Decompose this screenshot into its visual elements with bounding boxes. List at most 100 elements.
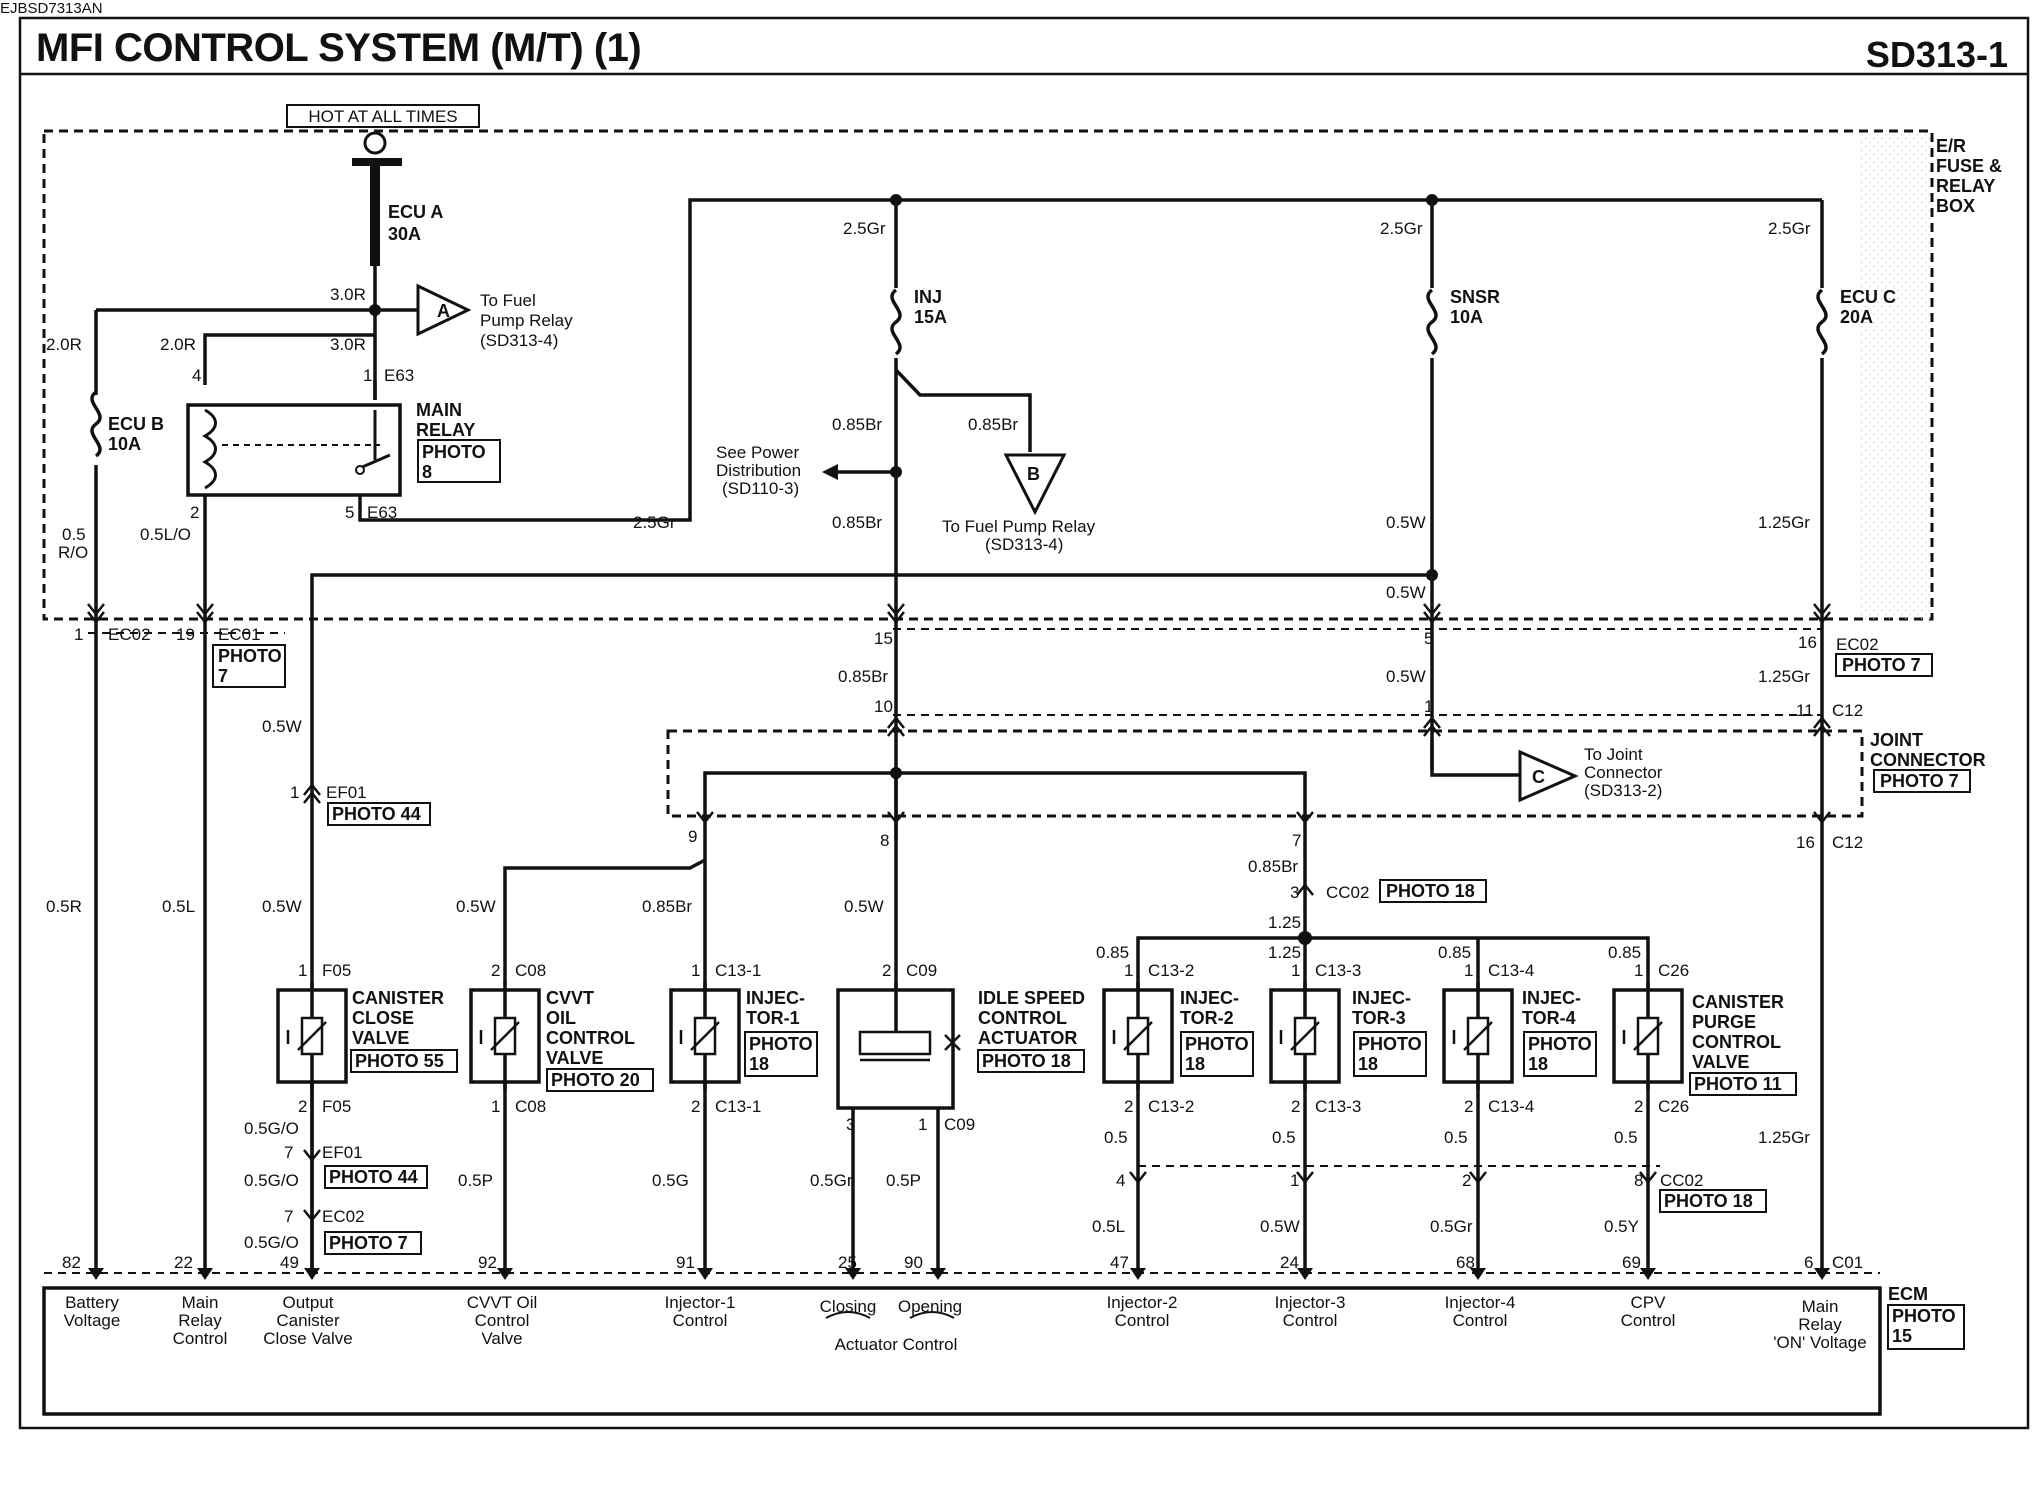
diagram-label: CANISTER bbox=[352, 988, 444, 1008]
diagram-label: C bbox=[1532, 767, 1545, 787]
diagram-label: Injector-2 bbox=[1107, 1293, 1178, 1312]
diagram-label: 0.85Br bbox=[1248, 857, 1298, 876]
diagram-label: C08 bbox=[515, 1097, 546, 1116]
diagram-label: CVVT bbox=[546, 988, 594, 1008]
diagram-label: 1 bbox=[1634, 961, 1643, 980]
diagram-label: 1 bbox=[1464, 961, 1473, 980]
diagram-label: RELAY bbox=[416, 420, 475, 440]
diagram-label: 1.25Gr bbox=[1758, 513, 1810, 532]
diagram-label: To Fuel Pump Relay bbox=[942, 517, 1096, 536]
diagram-label: (SD110-3) bbox=[722, 479, 799, 498]
diagram-label: 0.5 bbox=[1104, 1128, 1128, 1147]
diagram-label: 0.5W bbox=[844, 897, 884, 916]
diagram-label: 0.85 bbox=[1438, 943, 1471, 962]
diagram-label: 1 bbox=[1291, 961, 1300, 980]
diagram-label: 3 bbox=[1290, 883, 1299, 902]
diagram-label: 0.85 bbox=[1096, 943, 1129, 962]
diagram-label: CC02 bbox=[1660, 1171, 1703, 1190]
diagram-label: 0.5W bbox=[1386, 513, 1426, 532]
diagram-label: 0.5P bbox=[458, 1171, 493, 1190]
diagram-label: 90 bbox=[904, 1253, 923, 1272]
diagram-label: F05 bbox=[322, 961, 351, 980]
diagram-label: 0.85 bbox=[1608, 943, 1641, 962]
diagram-label: C13-4 bbox=[1488, 1097, 1534, 1116]
diagram-label: Connector bbox=[1584, 763, 1663, 782]
diagram-label: 0.5 bbox=[1272, 1128, 1296, 1147]
diagram-label: ACTUATOR bbox=[978, 1028, 1077, 1048]
diagram-label: PHOTO 44 bbox=[329, 1167, 418, 1187]
diagram-label: PHOTO 20 bbox=[551, 1070, 640, 1090]
diagram-label: Close Valve bbox=[263, 1329, 352, 1348]
diagram-label: 10A bbox=[1450, 307, 1483, 327]
ecu-a-amp: 30A bbox=[388, 224, 421, 244]
diagram-label: E63 bbox=[367, 503, 397, 522]
diagram-label: 11 bbox=[1796, 701, 1814, 720]
diagram-label: PHOTO bbox=[1358, 1034, 1422, 1054]
diagram-label: PHOTO bbox=[422, 442, 486, 462]
diagram-label: JOINT bbox=[1870, 730, 1923, 750]
diagram-label: 22 bbox=[174, 1253, 193, 1272]
diagram-label: 1 bbox=[363, 366, 372, 385]
diagram-label: 8 bbox=[880, 831, 889, 850]
diagram-label: 15A bbox=[914, 307, 947, 327]
diagram-label: PHOTO 55 bbox=[355, 1051, 444, 1071]
diagram-label: C12 bbox=[1832, 833, 1863, 852]
diagram-label: 4 bbox=[1116, 1171, 1125, 1190]
diagram-label: CVVT Oil bbox=[467, 1293, 538, 1312]
diagram-label: 1 bbox=[491, 1097, 500, 1116]
diagram-label: PHOTO bbox=[218, 646, 282, 666]
diagram-label: PHOTO 11 bbox=[1694, 1074, 1782, 1094]
diagram-label: 2 bbox=[1462, 1171, 1471, 1190]
diagram-label: C12 bbox=[1832, 701, 1863, 720]
diagram-label: Injector-1 bbox=[665, 1293, 736, 1312]
diagram-label: 0.85Br bbox=[642, 897, 692, 916]
diagram-label: IDLE SPEED bbox=[978, 988, 1085, 1008]
diagram-label: EC02 bbox=[322, 1207, 365, 1226]
diagram-label: 'ON' Voltage bbox=[1773, 1333, 1866, 1352]
diagram-label: 3.0R bbox=[330, 285, 366, 304]
diagram-label: PHOTO 18 bbox=[982, 1051, 1071, 1071]
diagram-label: 7 bbox=[284, 1207, 293, 1226]
diagram-label: Battery bbox=[65, 1293, 119, 1312]
diagram-label: 2 bbox=[691, 1097, 700, 1116]
diagram-label: Canister bbox=[276, 1311, 340, 1330]
diagram-label: 0.5G/O bbox=[244, 1171, 299, 1190]
diagram-label: TOR-4 bbox=[1522, 1008, 1576, 1028]
diagram-label: PHOTO bbox=[749, 1034, 813, 1054]
diagram-label: EC02 bbox=[108, 625, 151, 644]
diagram-label: Injector-3 bbox=[1275, 1293, 1346, 1312]
diagram-label: Valve bbox=[481, 1329, 522, 1348]
diagram-label: 0.5W bbox=[456, 897, 496, 916]
diagram-label: 0.5L bbox=[1092, 1217, 1125, 1236]
diagram-label: 0.5 bbox=[62, 525, 86, 544]
diagram-label: PHOTO 7 bbox=[1880, 771, 1959, 791]
joint-connector-box bbox=[666, 729, 1864, 818]
diagram-label: 0.5Gr bbox=[1430, 1217, 1473, 1236]
diagram-label: 5 bbox=[345, 503, 354, 522]
diagram-label: 0.5G bbox=[652, 1171, 689, 1190]
diagram-label: C09 bbox=[944, 1115, 975, 1134]
diagram-label: VALVE bbox=[352, 1028, 409, 1048]
diagram-label: 3.0R bbox=[330, 335, 366, 354]
footer-code: EJBSD7313AN bbox=[0, 0, 103, 17]
diagram-label: INJEC- bbox=[1522, 988, 1581, 1008]
diagram-label: B bbox=[1027, 464, 1040, 484]
diagram-label: SNSR bbox=[1450, 287, 1500, 307]
diagram-label: 2.5Gr bbox=[843, 219, 886, 238]
diagram-label: 0.5Gr bbox=[810, 1171, 853, 1190]
diagram-label: 0.5Y bbox=[1604, 1217, 1639, 1236]
diagram-label: 92 bbox=[478, 1253, 497, 1272]
diagram-label: BOX bbox=[1936, 196, 1975, 216]
diagram-label: 8 bbox=[1634, 1171, 1643, 1190]
diagram-label: 2 bbox=[882, 961, 891, 980]
diagram-label: Control bbox=[1115, 1311, 1170, 1330]
page-title: MFI CONTROL SYSTEM (M/T) (1) bbox=[36, 26, 642, 70]
diagram-label: 91 bbox=[676, 1253, 695, 1272]
diagram-label: 0.85Br bbox=[838, 667, 888, 686]
diagram-label: VALVE bbox=[1692, 1052, 1749, 1072]
diagram-label: 69 bbox=[1622, 1253, 1641, 1272]
diagram-label: 2 bbox=[1291, 1097, 1300, 1116]
diagram-label: ECU C bbox=[1840, 287, 1896, 307]
ecm-box bbox=[42, 1286, 1882, 1416]
diagram-label: E/R bbox=[1936, 136, 1966, 156]
